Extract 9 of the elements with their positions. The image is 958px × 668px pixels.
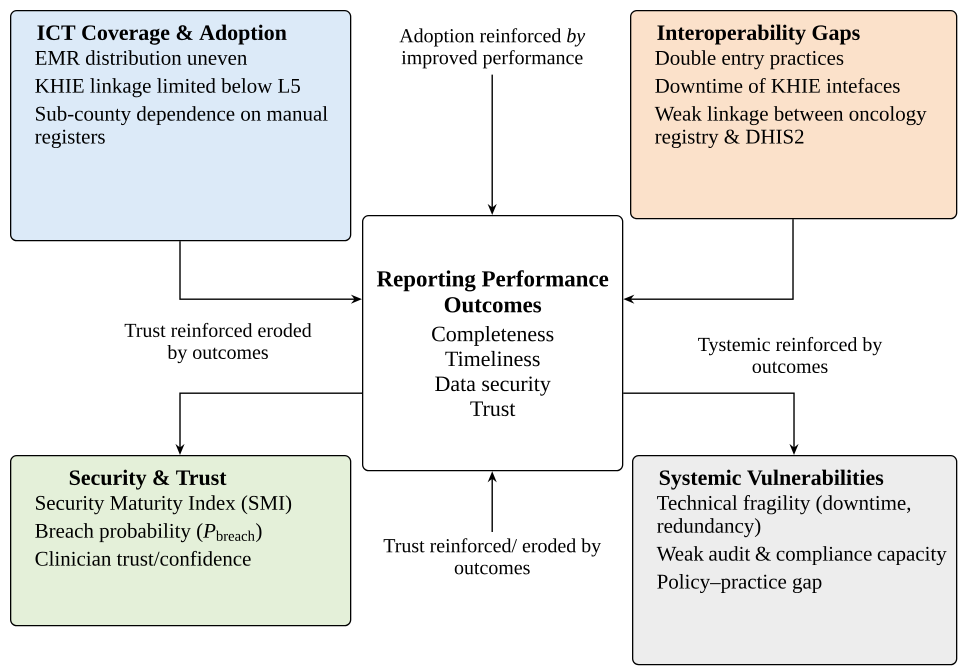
category-box: Systemic Vulnerabilities Technical fragility (downtime, redundancy) Weak audit & compliance capacity Policy–practice gap bbox=[632, 455, 958, 666]
edge-label: Tystemic reinforced by outcomes bbox=[684, 336, 896, 374]
outcome-box: Reporting Performance Outcomes Completeness Timeliness Data security Trust bbox=[362, 215, 624, 472]
category-box: ICT Coverage & Adoption EMR distribution uneven KHIE linkage limited below L5 Sub-county dependence on manual registers bbox=[10, 10, 352, 242]
edge-label: Trust reinforced eroded by outcomes bbox=[112, 322, 324, 364]
annotation-text: Adoption reinforced by improved performance bbox=[399, 28, 586, 68]
category-box: Security & Trust Security Maturity Index (SMI) Breach probability (P$_{breach}$) Clinician trust/confidence bbox=[10, 455, 352, 626]
category-box: Interoperability Gaps Double entry practices Downtime of KHIE intefaces Weak linkage between oncology registry & DHIS2 bbox=[630, 10, 958, 220]
annotation-text: Trust reinforced/ eroded by outcomes bbox=[384, 538, 602, 574]
